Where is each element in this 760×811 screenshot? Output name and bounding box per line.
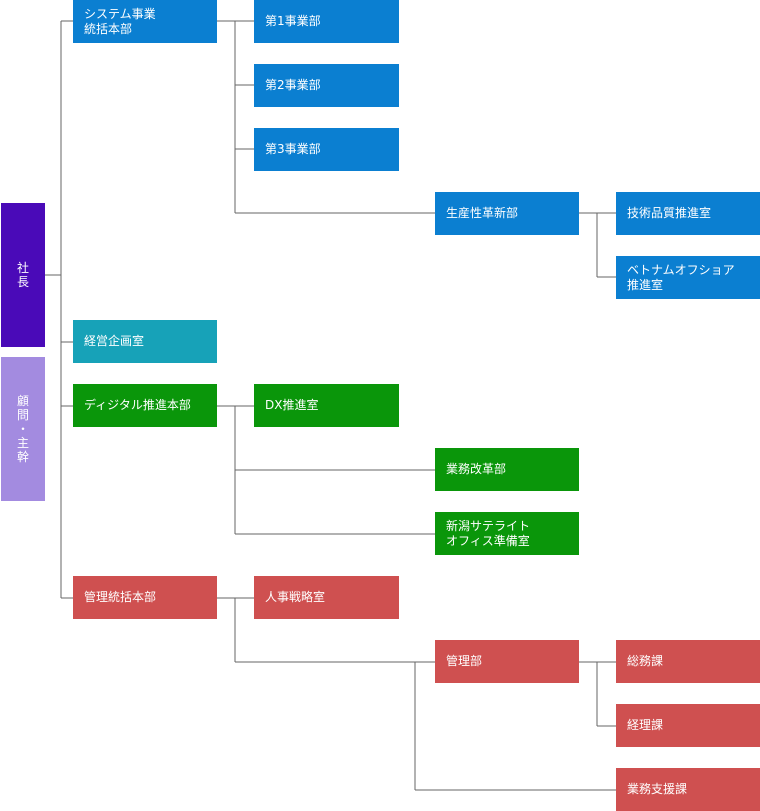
- digital-division-label: ディジタル推進本部: [84, 398, 191, 412]
- dept1-box: 第1事業部: [254, 0, 399, 43]
- ceo-label-char: 社: [16, 261, 29, 275]
- niigata-office-box: 新潟サテライト オフィス準備室: [435, 512, 579, 555]
- dept3-label: 第3事業部: [265, 142, 321, 156]
- advisor-label-char: 問: [16, 408, 29, 422]
- niigata-office-label-line1: 新潟サテライト: [446, 518, 531, 533]
- management-dept-box: 管理部: [435, 640, 579, 683]
- hr-office-box: 人事戦略室: [254, 576, 399, 619]
- innovation-dept-box: 生産性革新部: [435, 192, 579, 235]
- general-affairs-box: 総務課: [616, 640, 760, 683]
- reform-dept-box: 業務改革部: [435, 448, 579, 491]
- digital-division-box: ディジタル推進本部: [73, 384, 217, 427]
- support-label: 業務支援課: [627, 782, 688, 796]
- dx-office-box: DX推進室: [254, 384, 399, 427]
- advisor-label-char: 幹: [16, 450, 29, 464]
- vietnam-office-label-line2: 推進室: [627, 277, 664, 292]
- accounting-label: 経理課: [627, 718, 664, 732]
- reform-dept-label: 業務改革部: [446, 462, 507, 476]
- dept1-label: 第1事業部: [265, 14, 321, 28]
- ceo-box: 社 長: [1, 203, 45, 347]
- dept3-box: 第3事業部: [254, 128, 399, 171]
- advisor-label-separator: ・: [16, 422, 29, 436]
- management-dept-label: 管理部: [446, 654, 483, 668]
- quality-office-label: 技術品質推進室: [627, 206, 712, 220]
- dept2-label: 第2事業部: [265, 78, 321, 92]
- dx-office-label: DX推進室: [265, 398, 319, 412]
- system-division-label-line2: 統括本部: [84, 21, 133, 36]
- vietnam-office-label-line1: ベトナムオフショア: [627, 262, 735, 277]
- support-box: 業務支援課: [616, 768, 760, 811]
- niigata-office-label-line2: オフィス準備室: [446, 533, 530, 548]
- innovation-dept-label: 生産性革新部: [446, 206, 519, 220]
- planning-office-label: 経営企画室: [84, 334, 145, 348]
- admin-division-label: 管理統括本部: [84, 590, 157, 604]
- hr-office-label: 人事戦略室: [265, 590, 326, 604]
- system-division-box: システム事業 統括本部: [73, 0, 217, 43]
- general-affairs-label: 総務課: [627, 654, 664, 668]
- accounting-box: 経理課: [616, 704, 760, 747]
- advisor-label-char: 主: [16, 436, 29, 450]
- ceo-label-char: 長: [16, 275, 29, 289]
- system-division-label-line1: システム事業: [84, 6, 156, 21]
- admin-division-box: 管理統括本部: [73, 576, 217, 619]
- advisor-box: 顧 問 ・ 主 幹: [1, 357, 45, 501]
- quality-office-box: 技術品質推進室: [616, 192, 760, 235]
- vietnam-office-box: ベトナムオフショア 推進室: [616, 256, 760, 299]
- advisor-label-char: 顧: [16, 394, 29, 408]
- dept2-box: 第2事業部: [254, 64, 399, 107]
- planning-office-box: 経営企画室: [73, 320, 217, 363]
